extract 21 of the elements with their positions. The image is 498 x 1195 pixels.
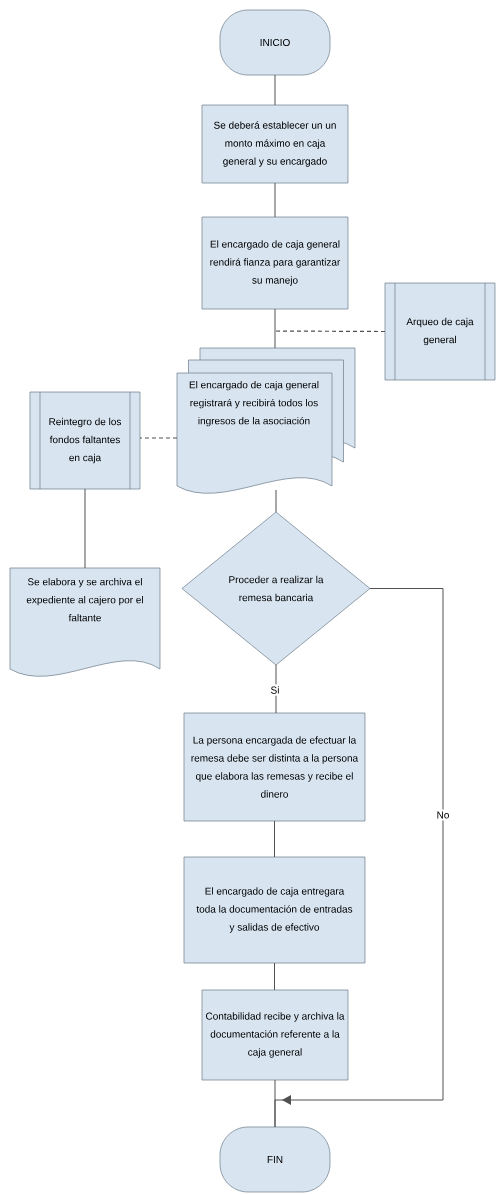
connector-line — [84, 488, 86, 569]
edge-label: No — [434, 809, 452, 821]
connector-line — [275, 489, 277, 513]
connector-arrow — [274, 588, 444, 1128]
connector-line — [274, 820, 275, 858]
process-box: El encargado de caja entregara toda la documentación de entradas y salidas de efectivo — [183, 856, 366, 964]
connector-line — [274, 182, 276, 218]
connector-line — [274, 962, 275, 991]
connector-line — [274, 308, 276, 349]
dashed-connector — [139, 437, 178, 439]
end-terminal: FIN — [219, 1126, 331, 1193]
process-box: El encargado de caja general rendirá fianza para garantizar su manejo — [201, 216, 349, 310]
subprocess-box: Reintegro de los fondos faltantes en caja — [29, 391, 141, 490]
process-box: Se deberá establecer un un monto máximo en caja general y su encargado — [201, 104, 349, 184]
process-box: La persona encargada de efectuar la remesa debe ser distinta a la persona que elabora las remesas y recibe el dinero — [183, 712, 366, 822]
connector-line — [274, 74, 276, 106]
edge-label: Si — [268, 684, 282, 696]
subprocess-box: Arqueo de caja general — [384, 282, 496, 381]
start-terminal: INICIO — [219, 9, 331, 76]
dashed-connector — [274, 330, 386, 333]
process-box: Contabilidad recibe y archiva la documentación referente a la caja general — [201, 989, 349, 1081]
